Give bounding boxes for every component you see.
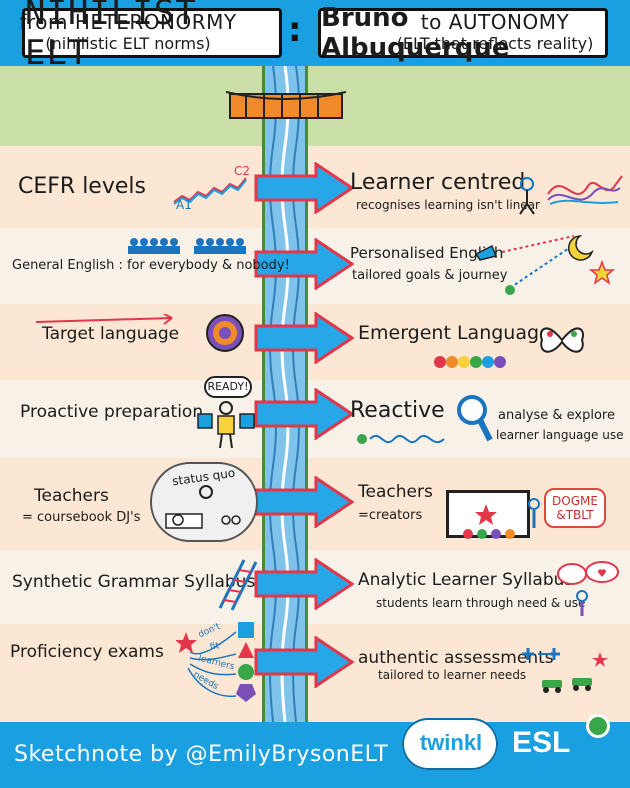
ladder-icon xyxy=(218,559,258,611)
people-group-icon xyxy=(128,238,246,254)
title-right: Bruno Albuquerque xyxy=(318,3,608,63)
person-icon xyxy=(519,177,535,215)
row2-right: Personalised English xyxy=(350,244,504,262)
straight-arrow-icon xyxy=(35,314,173,325)
butterfly-icon xyxy=(540,327,584,353)
arrow-right-icon xyxy=(254,476,354,528)
esl-logo-text: ESL xyxy=(512,726,571,759)
arrow-right-icon xyxy=(254,558,354,610)
row3-right: Emergent Language xyxy=(358,322,551,344)
row5-left-extra: = coursebook DJ's xyxy=(22,510,141,525)
row6-right: Analytic Learner Syllabus xyxy=(358,570,574,590)
row7-right: authentic assessments xyxy=(358,648,554,668)
header-right-subtitle: (ELT that reflects reality) xyxy=(396,34,594,53)
header-right: to AUTONOMY (ELT that reflects reality) xyxy=(370,10,620,53)
title-left: NIHILIST ELT xyxy=(22,0,282,73)
arrow-right-icon xyxy=(254,636,354,688)
row1-left: CEFR levels xyxy=(18,174,146,199)
dogme-tblt-badge: DOGME&TBLT xyxy=(544,488,606,528)
tools-and-cars-icon xyxy=(522,648,608,693)
header-left-title: from HETERONORMY xyxy=(19,10,237,34)
header-right-title: to AUTONOMY xyxy=(420,10,570,34)
row5-right: Teachers xyxy=(358,482,433,502)
class-creators-icon xyxy=(463,498,540,539)
twinkl-logo-text: twinkl xyxy=(419,730,483,755)
header-left: from HETERONORMY (nihilistic ELT norms) xyxy=(8,10,248,53)
tblt-label: &TBLT xyxy=(556,508,594,522)
arrow-right-icon xyxy=(254,312,354,364)
tangled-path-icon xyxy=(547,175,623,205)
title-colon: : xyxy=(288,10,302,50)
row4-left: Proactive preparation xyxy=(20,402,204,422)
dogme-label: DOGME xyxy=(552,494,598,508)
caterpillar-icon xyxy=(434,356,506,368)
teacher-with-books-icon xyxy=(197,401,255,449)
row5-right-sub: =creators xyxy=(358,508,423,523)
cefr-end-label: C2 xyxy=(234,164,251,178)
cefr-start-label: A1 xyxy=(176,198,192,212)
rope-bridge-icon xyxy=(226,91,346,119)
row6-left: Synthetic Grammar Syllabus xyxy=(12,572,256,592)
waterfall-streaks-icon xyxy=(269,66,300,722)
exam-shapes-icon xyxy=(176,622,256,702)
row4-right-sub2: learner language use xyxy=(496,428,624,442)
sketchnote-credit: Sketchnote by @EmilyBrysonELT xyxy=(14,742,389,767)
header-left-subtitle: (nihilistic ELT norms) xyxy=(45,34,211,53)
exam-label-2: fit xyxy=(209,641,221,653)
zigzag-staircase-icon xyxy=(173,177,247,205)
row7-right-sub: tailored to learner needs xyxy=(378,668,527,682)
arrow-right-icon xyxy=(254,162,354,214)
row6-right-sub: students learn through need & use xyxy=(376,596,586,610)
row5-left: Teachers xyxy=(34,486,109,506)
row1-right: Learner centred xyxy=(350,170,526,195)
row7-left: Proficiency exams xyxy=(10,642,164,662)
footer-band xyxy=(0,722,630,788)
looping-line-icon xyxy=(357,434,445,444)
twinkl-cloud-logo xyxy=(402,718,498,770)
rocket-moon-icon xyxy=(474,235,616,295)
globe-icon xyxy=(586,714,610,738)
row2-left: General English : for everybody & nobody… xyxy=(12,258,290,273)
row1-right-sub: recognises learning isn't linear xyxy=(356,198,540,212)
speech-bubbles-icon xyxy=(557,561,619,616)
row4-right-sub: analyse & explore xyxy=(498,408,615,423)
ready-speech-bubble: READY! xyxy=(204,376,252,398)
arrow-right-icon xyxy=(254,388,354,440)
row2-right-sub: tailored goals & journey xyxy=(352,268,508,283)
magnifying-glass-icon xyxy=(457,395,493,442)
dj-turntable-icon xyxy=(165,485,241,529)
row3-left: Target language xyxy=(42,324,180,344)
row4-right: Reactive xyxy=(350,398,445,423)
arrow-right-icon xyxy=(254,238,354,290)
target-icon xyxy=(206,314,244,352)
